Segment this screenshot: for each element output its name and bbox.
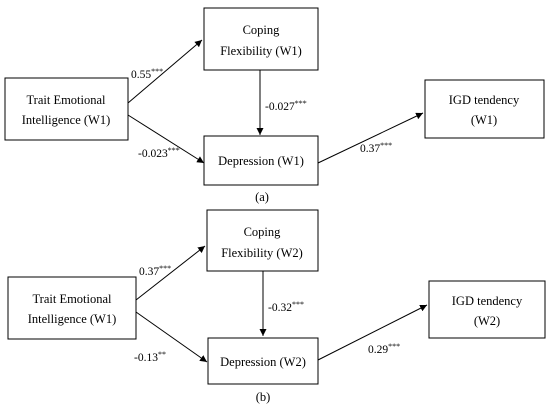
node-label-line: Flexibility (W2) <box>221 246 303 260</box>
panel-caption: (b) <box>256 390 271 404</box>
node-label-line: Flexibility (W1) <box>220 44 302 58</box>
edge-trait-to-depression <box>135 311 208 363</box>
edge-trait-to-coping <box>127 39 203 104</box>
node-trait-emotional-intelligence: Trait Emotional Intelligence (W1) <box>4 77 129 141</box>
node-igd-tendency: IGD tendency (W1) <box>424 79 545 139</box>
node-label-line: Trait Emotional <box>32 292 112 306</box>
node-depression: Depression (W1) <box>203 135 319 186</box>
coef-trait-to-depression: -0.023*** <box>138 146 180 160</box>
node-label-line: IGD tendency <box>449 93 520 107</box>
edge-trait-to-depression <box>127 114 205 164</box>
coef-trait-to-depression: -0.13** <box>134 350 166 364</box>
panel-caption: (a) <box>255 190 269 204</box>
node-depression: Depression (W2) <box>207 337 319 385</box>
node-label-line: Depression (W2) <box>220 355 306 369</box>
node-label-line: (W1) <box>471 113 497 127</box>
node-label-line: IGD tendency <box>452 294 523 308</box>
node-label-line: Coping <box>244 225 282 239</box>
node-label-line: Intelligence (W1) <box>22 113 111 127</box>
node-coping-flexibility: Coping Flexibility (W1) <box>203 7 319 71</box>
coef-trait-to-coping: 0.37*** <box>139 264 171 278</box>
node-label-line: (W2) <box>474 314 500 328</box>
node-label-line: Trait Emotional <box>26 93 106 107</box>
node-coping-flexibility: Coping Flexibility (W2) <box>206 209 319 272</box>
edge-depression-to-igd <box>317 304 428 361</box>
coef-coping-to-depression: -0.32*** <box>268 300 304 314</box>
coef-coping-to-depression: -0.027*** <box>265 99 307 113</box>
coef-depression-to-igd: 0.37*** <box>360 141 392 155</box>
node-label-line: Depression (W1) <box>218 154 304 168</box>
panel-b: Trait Emotional Intelligence (W1) Coping… <box>7 209 546 404</box>
node-label-line: Coping <box>243 23 281 37</box>
node-igd-tendency: IGD tendency (W2) <box>428 280 546 339</box>
node-label-line: Intelligence (W1) <box>28 312 117 326</box>
coef-depression-to-igd: 0.29*** <box>368 342 400 356</box>
edge-depression-to-igd <box>317 112 424 164</box>
edge-trait-to-coping <box>135 245 206 301</box>
coef-trait-to-coping: 0.55*** <box>131 67 163 81</box>
panel-a: Trait Emotional Intelligence (W1) Coping… <box>4 7 545 204</box>
node-trait-emotional-intelligence: Trait Emotional Intelligence (W1) <box>7 276 137 340</box>
